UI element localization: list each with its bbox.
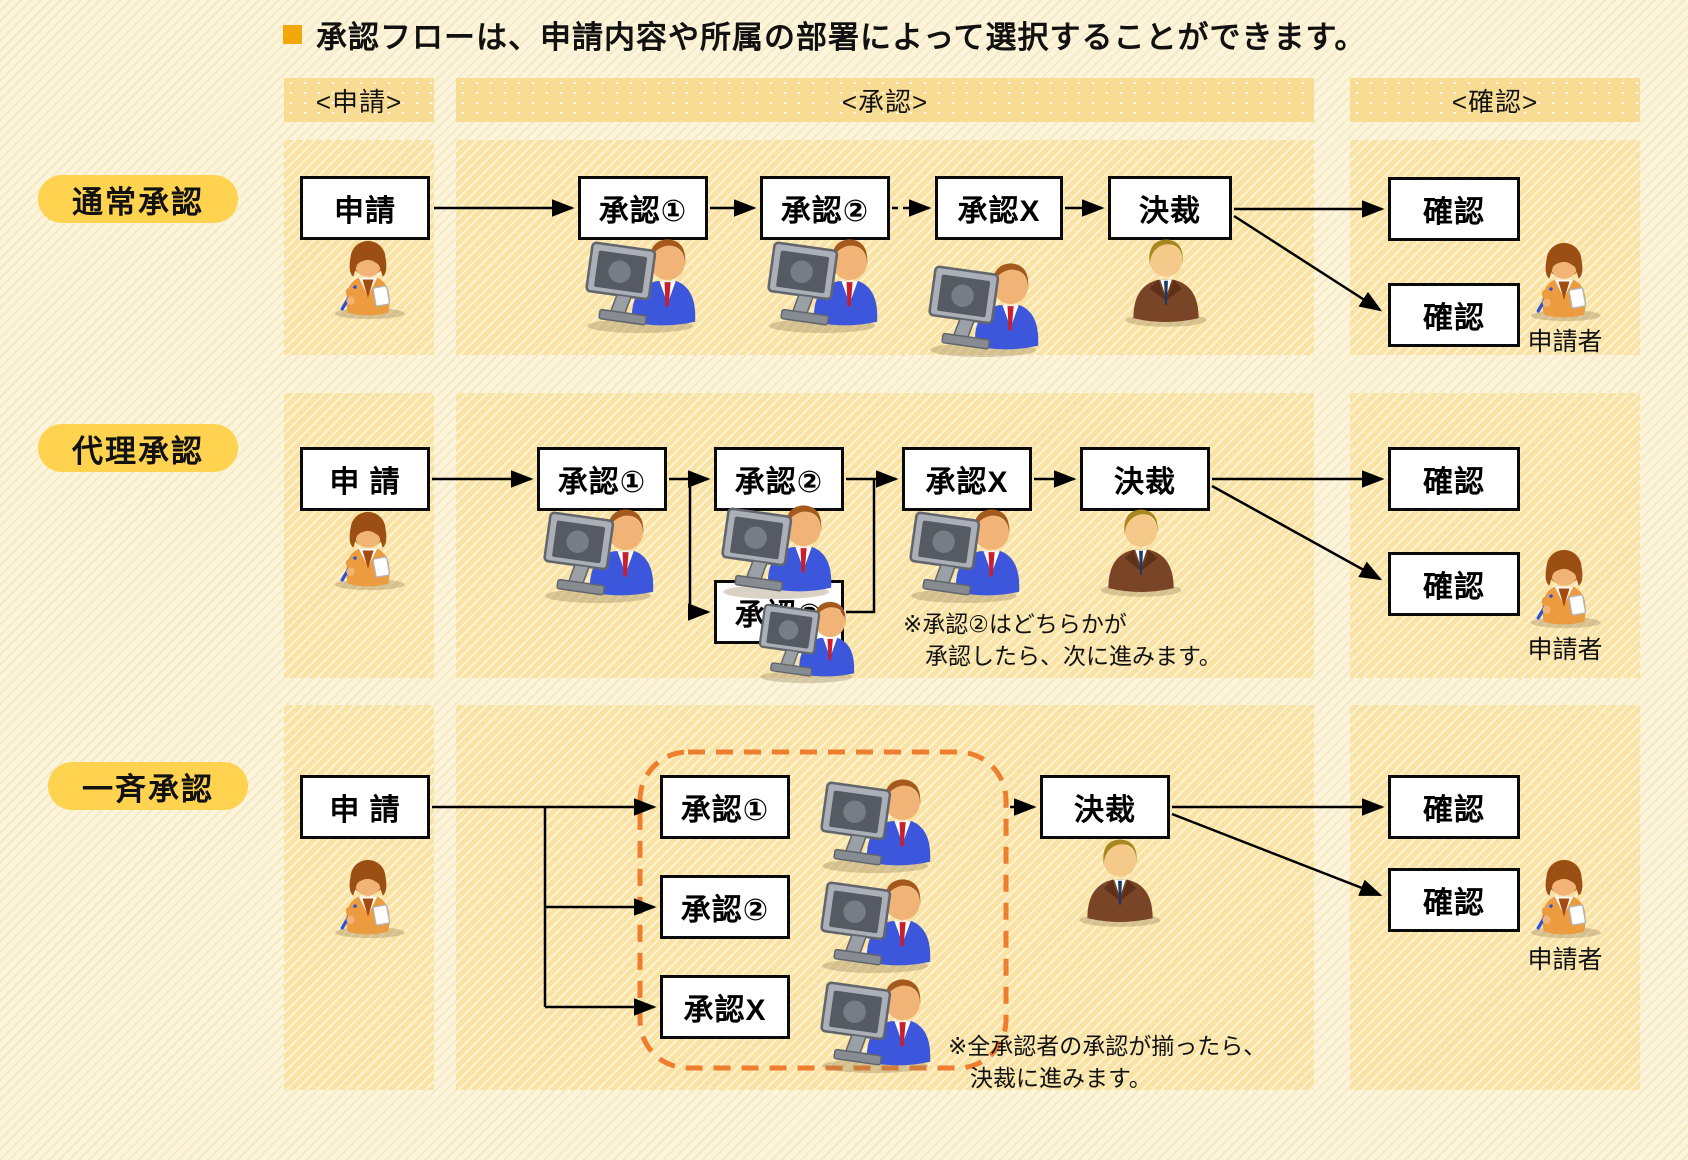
column-header-confirmation: <確認> — [1350, 78, 1640, 122]
applicant-woman-icon — [322, 845, 414, 941]
confirm-box: 確認 — [1388, 283, 1520, 347]
row-label-normal: 通常承認 — [38, 175, 238, 223]
applicant-woman-icon — [1518, 535, 1610, 631]
simultaneous-note: ※全承認者の承認が揃ったら、 決裁に進みます。 — [948, 1030, 1266, 1094]
applicant-woman-icon — [1518, 845, 1610, 941]
approveX-box: 承認X — [935, 176, 1063, 240]
man-at-monitor-icon — [560, 220, 708, 334]
confirm-box: 確認 — [1388, 177, 1520, 241]
man-at-monitor-icon — [884, 490, 1032, 604]
approve2-box: 承認② — [660, 875, 790, 939]
man-at-monitor-icon — [795, 860, 943, 974]
applicant-label: 申請者 — [1527, 946, 1603, 974]
arrows-row-normal — [434, 199, 1385, 312]
man-at-monitor-icon — [795, 960, 943, 1074]
applicant-label: 申請者 — [1527, 636, 1603, 664]
arrows-row-proxy — [432, 470, 1385, 621]
apply-box: 申 請 — [300, 775, 430, 839]
decide-box: 決裁 — [1080, 447, 1210, 511]
decide-box: 決裁 — [1040, 775, 1170, 839]
page-title: 承認フローは、申請内容や所属の部署によって選択することができます。 — [316, 19, 1367, 55]
confirm-box: 確認 — [1388, 552, 1520, 616]
applicant-woman-icon — [1518, 228, 1610, 324]
panel-simultaneous-application — [284, 705, 434, 1090]
brown-suit-man-icon — [1118, 220, 1214, 328]
simultaneous-note-line2: 決裁に進みます。 — [970, 1065, 1152, 1091]
simultaneous-note-line1: ※全承認者の承認が揃ったら、 — [948, 1033, 1267, 1059]
applicant-woman-icon — [322, 497, 414, 593]
column-header-application: <申請> — [284, 78, 434, 122]
proxy-note: ※承認②はどちらかが 承認したら、次に進みます。 — [903, 608, 1222, 672]
man-at-monitor-icon — [795, 760, 943, 874]
confirm-box: 確認 — [1388, 868, 1520, 932]
proxy-note-line2: 承認したら、次に進みます。 — [925, 643, 1222, 669]
man-at-monitor-icon — [903, 244, 1051, 358]
column-header-approval: <承認> — [456, 78, 1314, 122]
man-at-monitor-icon — [696, 486, 844, 600]
page-title-row: 承認フローは、申請内容や所属の部署によって選択することができます。 — [283, 12, 1366, 56]
proxy-note-line1: ※承認②はどちらかが — [903, 611, 1127, 637]
man-at-monitor-icon — [742, 220, 890, 334]
apply-box: 申 請 — [300, 447, 430, 511]
panel-proxy-confirmation — [1350, 393, 1640, 678]
confirm-box: 確認 — [1388, 447, 1520, 511]
approveX-box: 承認X — [902, 447, 1032, 511]
arrows-row-simultaneous — [432, 749, 1385, 1071]
decide-box: 決裁 — [1108, 176, 1232, 240]
man-at-monitor-icon — [518, 490, 666, 604]
approve1-box: 承認① — [578, 176, 708, 240]
approveX-box: 承認X — [660, 975, 790, 1039]
confirm-box: 確認 — [1388, 775, 1520, 839]
brown-suit-man-icon — [1072, 820, 1168, 928]
approve2-box: 承認② — [714, 447, 844, 511]
title-bullet-icon — [283, 24, 302, 44]
approve1-box: 承認① — [660, 775, 790, 839]
applicant-label: 申請者 — [1527, 328, 1603, 356]
row-label-proxy: 代理承認 — [38, 424, 238, 472]
apply-box: 申請 — [300, 176, 430, 240]
row-label-simultaneous: 一斉承認 — [48, 762, 248, 810]
man-at-monitor-icon — [737, 585, 865, 684]
approve2-box: 承認② — [760, 176, 890, 240]
applicant-woman-icon — [322, 226, 414, 322]
brown-suit-man-icon — [1093, 490, 1189, 598]
approve1-box: 承認① — [537, 447, 667, 511]
